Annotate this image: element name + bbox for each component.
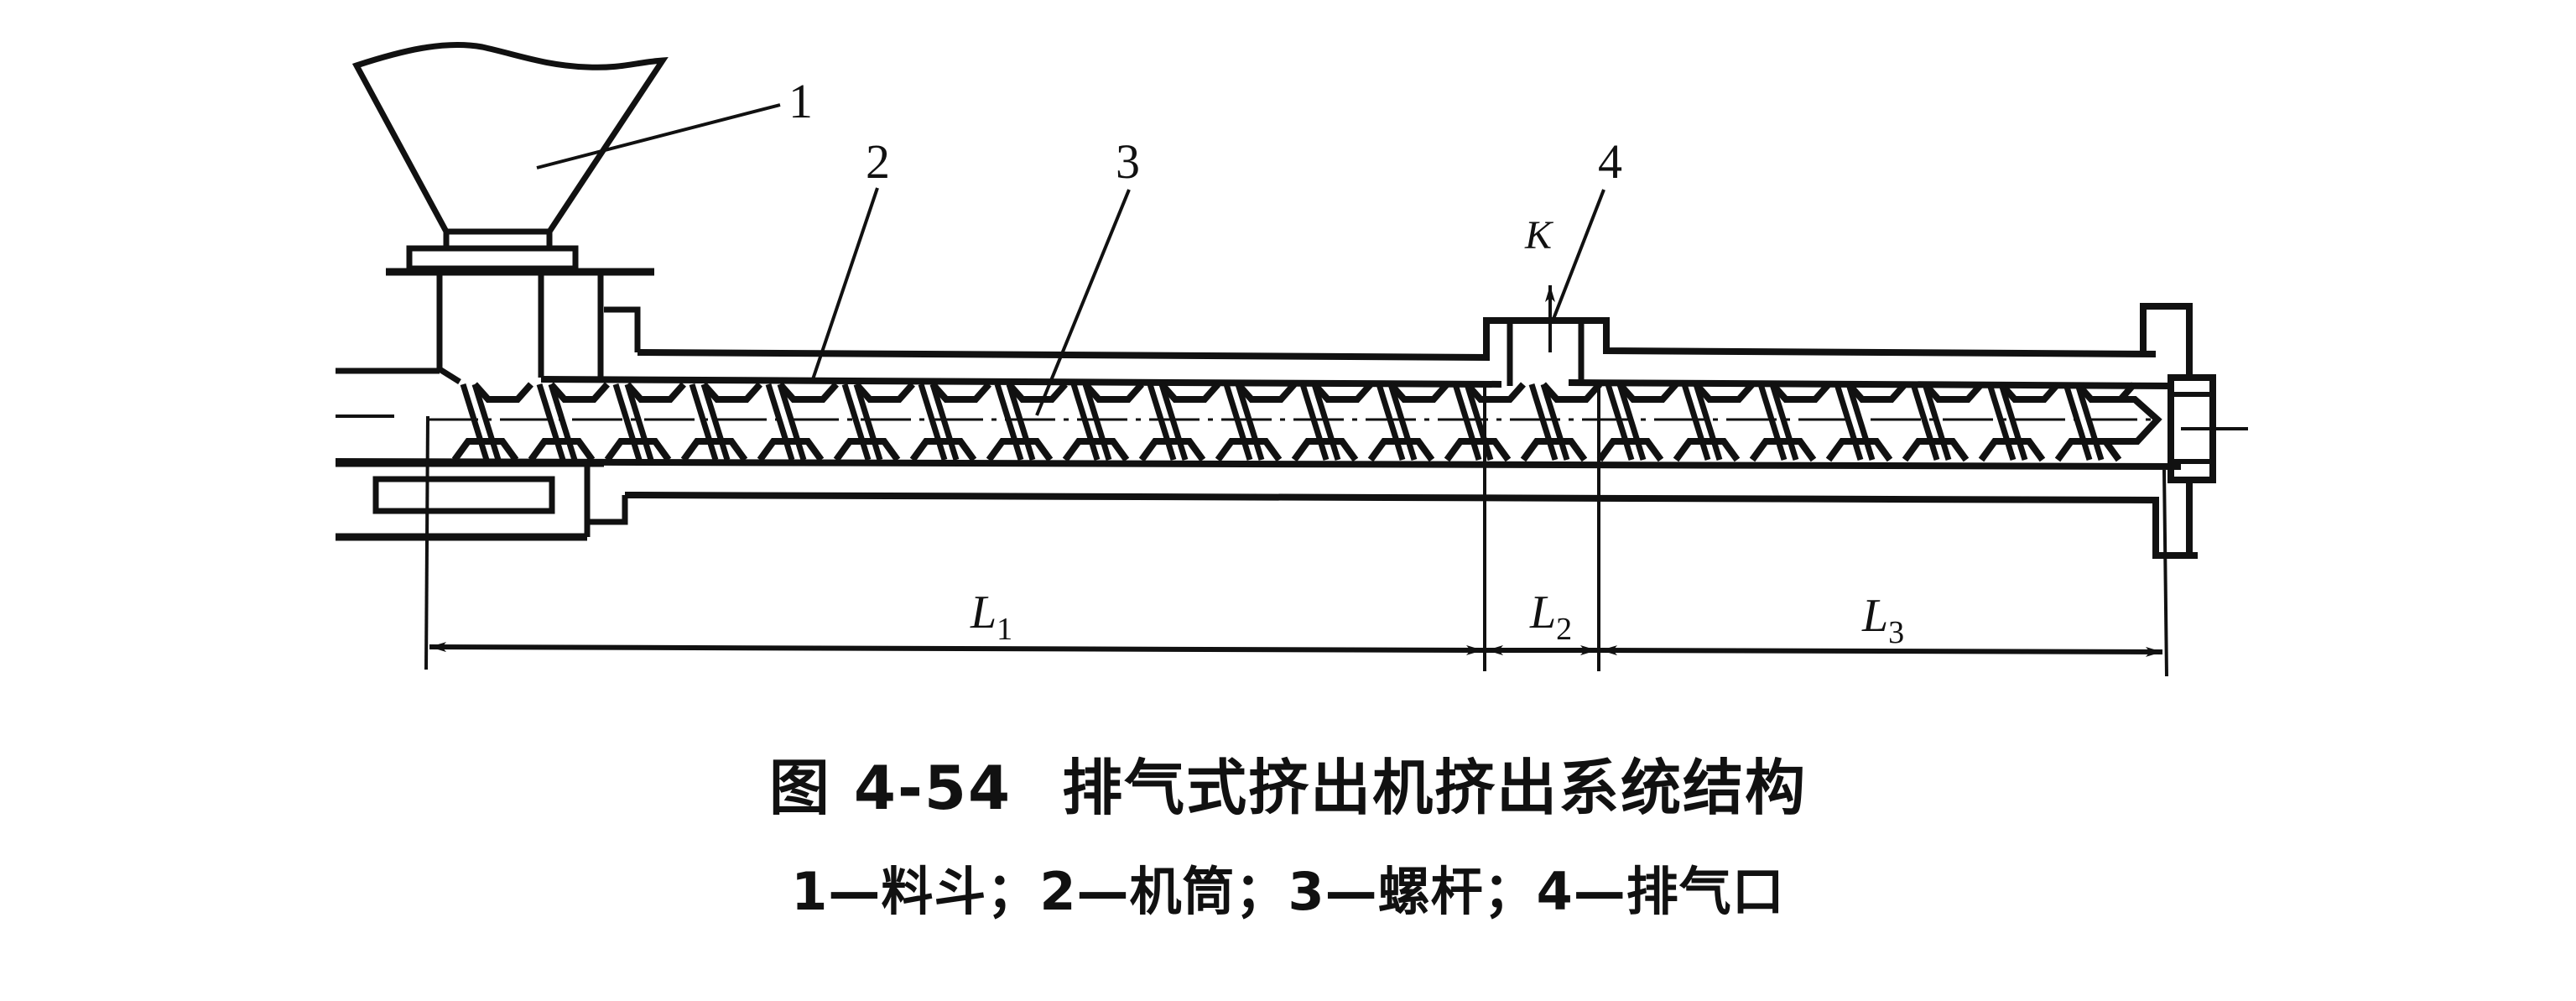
screw-flight (1311, 383, 1341, 461)
hopper (351, 41, 669, 276)
callout-vent: 4 (1598, 134, 1622, 189)
extension-line-end (2162, 469, 2168, 677)
dimension-label-L1: L1 (970, 587, 1012, 647)
barrel-inner-top (540, 376, 2173, 389)
screw-flight (1528, 383, 1559, 461)
screw-flight (994, 383, 1024, 461)
screw-flight (1540, 383, 1570, 461)
screw-flight (1922, 383, 1952, 461)
screw-flight (1082, 383, 1112, 461)
vent-flow-label: K (1524, 213, 1554, 258)
dimension-label-L2: L2 (1529, 587, 1572, 647)
dimension-L3 (1600, 645, 2163, 657)
screw-flight (853, 383, 883, 461)
screw-flight (1834, 383, 1864, 461)
dimension-L1 (429, 642, 1484, 655)
callout-hopper: 1 (788, 74, 813, 128)
screw-flight (1235, 383, 1265, 461)
screw-flight (2074, 383, 2105, 461)
screw-flight (841, 383, 872, 461)
leader-barrel (810, 187, 879, 383)
figure-title: 排气式挤出机挤出系统结构 (1062, 753, 1808, 823)
figure-number: 图 4-54 (768, 753, 1012, 823)
dimension-label-L3: L3 (1861, 590, 1904, 650)
screw-flight (471, 383, 502, 461)
screw-flight (1681, 383, 1711, 461)
barrel-outer-bottom (624, 492, 2198, 559)
screw-flight (1910, 383, 1940, 461)
screw-flight (700, 383, 731, 461)
leader-screw (1035, 189, 1131, 416)
screw-flight (1757, 383, 1788, 461)
screw-root-upper (472, 382, 2136, 403)
leader-vent (1552, 189, 1605, 320)
callout-barrel: 2 (866, 134, 890, 189)
screw-flight (1223, 383, 1253, 461)
screw-flight (612, 383, 643, 461)
screw-flight (1693, 383, 1723, 461)
screw-tip (2097, 396, 2162, 445)
screw-flight (689, 383, 719, 461)
hopper-funnel (351, 41, 669, 235)
screw-flight (1845, 383, 1876, 461)
screw-root-lower (451, 438, 2122, 462)
extension-line-start (424, 415, 429, 670)
screw-flight (1299, 383, 1330, 461)
screw-flight (1464, 383, 1494, 461)
screw-flight (1605, 383, 1635, 461)
screw-flight (624, 383, 654, 461)
screw-flight (548, 383, 578, 461)
cooling-channel (372, 476, 555, 514)
screw-flight (1387, 383, 1418, 461)
screw-flight (765, 383, 795, 461)
callout-screw: 3 (1116, 134, 1140, 189)
screw-flight (1998, 383, 2028, 461)
screw-flight (1769, 383, 1799, 461)
screw-flight (1986, 383, 2017, 461)
feed-throat (336, 272, 641, 541)
leader-lines (536, 103, 1605, 416)
screw (451, 382, 2162, 462)
hopper-flange (406, 245, 579, 272)
dimension-lines (424, 386, 2168, 677)
leader-hopper (536, 103, 781, 169)
screw-flight (2063, 383, 2093, 461)
figure-legend: 1—料斗；2—机筒；3—螺杆；4—排气口 (791, 861, 1785, 922)
screw-flight (460, 383, 490, 461)
screw-flight (929, 383, 960, 461)
vent-port (1507, 285, 1585, 386)
screw-flight (1147, 383, 1177, 461)
screw-flight (1158, 383, 1189, 461)
barrel-outer-top (637, 317, 2157, 362)
screw-flight (777, 383, 807, 461)
screw-flight (536, 383, 566, 461)
screw-flight (918, 383, 948, 461)
screw-flight (1070, 383, 1101, 461)
screw-flight (1616, 383, 1647, 461)
barrel-inner-bottom (335, 458, 2182, 470)
figure-caption: 图 4-54 排气式挤出机挤出系统结构 (0, 738, 2576, 826)
screw-flight (1452, 383, 1482, 461)
barrel (335, 303, 2248, 559)
barrel-end-flange-top (2140, 303, 2193, 378)
screw-flight (1006, 383, 1036, 461)
screw-flight (1376, 383, 1406, 461)
